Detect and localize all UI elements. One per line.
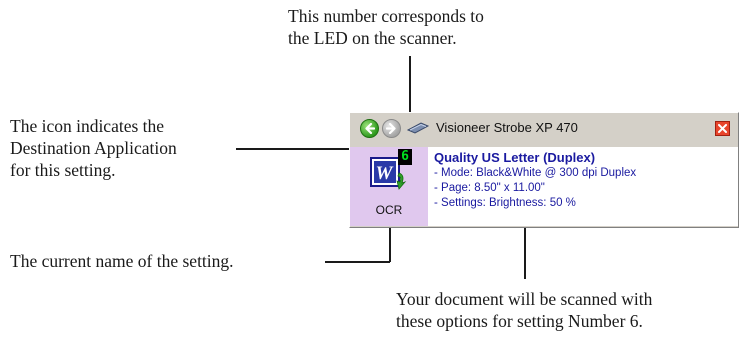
scanner-device-name: Visioneer Strobe XP 470 bbox=[436, 120, 578, 135]
setting-name: OCR bbox=[375, 203, 403, 217]
led-number-indicator: 6 bbox=[398, 149, 412, 165]
icon-leader-line bbox=[236, 148, 366, 150]
options-leader-line bbox=[524, 222, 526, 279]
icon-callout-line2: Destination Application bbox=[10, 138, 177, 158]
options-callout: Your document will be scanned with these… bbox=[396, 288, 652, 332]
setting-option-mode: - Mode: Black&White @ 300 dpi Duplex bbox=[434, 167, 637, 179]
led-leader-line bbox=[409, 56, 411, 152]
back-arrow-icon bbox=[365, 123, 375, 134]
panel-titlebar: Visioneer Strobe XP 470 bbox=[350, 114, 738, 144]
destination-tile[interactable]: W 6 OCR bbox=[350, 147, 428, 226]
setting-details: Quality US Letter (Duplex) - Mode: Black… bbox=[434, 150, 636, 211]
name-callout-line1: The current name of the setting. bbox=[10, 251, 234, 271]
options-callout-line1: Your document will be scanned with bbox=[396, 289, 653, 309]
setting-option-brightness: - Settings: Brightness: 50 % bbox=[434, 197, 576, 209]
options-callout-line2: these options for setting Number 6. bbox=[396, 311, 643, 331]
led-callout-line1: This number corresponds to bbox=[288, 6, 484, 26]
forward-button[interactable] bbox=[382, 119, 401, 138]
icon-callout-line3: for this setting. bbox=[10, 160, 116, 180]
scanner-icon bbox=[407, 122, 429, 134]
back-button[interactable] bbox=[360, 119, 379, 138]
svg-text:W: W bbox=[376, 163, 394, 184]
name-leader-vertical bbox=[389, 222, 391, 262]
setting-option-page: - Page: 8.50" x 11.00" bbox=[434, 182, 545, 194]
icon-callout: The icon indicates the Destination Appli… bbox=[10, 115, 177, 181]
led-number: 6 bbox=[401, 149, 409, 164]
led-callout-line2: the LED on the scanner. bbox=[288, 28, 457, 48]
setting-content: W 6 OCR Quality US Letter (Duplex) - Mod… bbox=[350, 147, 738, 226]
led-callout: This number corresponds to the LED on th… bbox=[288, 5, 484, 49]
name-callout: The current name of the setting. bbox=[10, 250, 234, 272]
close-icon bbox=[718, 124, 727, 133]
close-button[interactable] bbox=[715, 121, 730, 136]
forward-arrow-icon bbox=[386, 123, 396, 134]
setting-title: Quality US Letter (Duplex) bbox=[434, 150, 596, 165]
name-leader-horizontal bbox=[325, 261, 390, 263]
word-app-icon: W bbox=[370, 157, 407, 190]
icon-callout-line1: The icon indicates the bbox=[10, 116, 165, 136]
